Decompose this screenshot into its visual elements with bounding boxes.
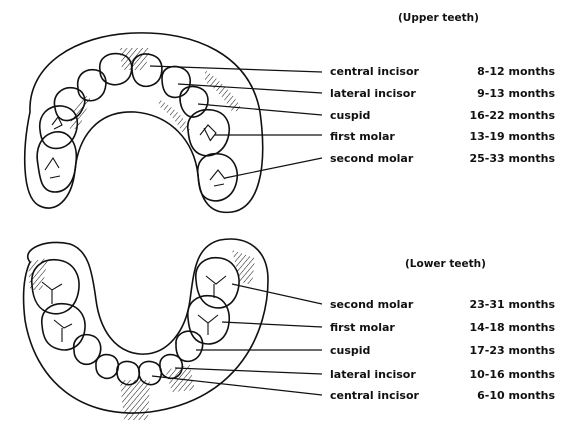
lower-tooth-name: first molar [330, 321, 395, 334]
lower-teeth-header: (Lower teeth) [405, 258, 486, 271]
upper-tooth-name: cuspid [330, 109, 370, 122]
upper-tooth-age: 9-13 months [477, 87, 555, 100]
lower-arch [24, 239, 268, 420]
lower-left-lateral-incisor [96, 355, 118, 379]
upper-right-lateral-incisor [162, 66, 190, 97]
lower-tooth-name: lateral incisor [330, 368, 416, 381]
upper-teeth-header: (Upper teeth) [398, 12, 479, 25]
upper-tooth-age: 8-12 months [477, 65, 555, 78]
lower-tooth-age: 14-18 months [470, 321, 556, 334]
lower-right-cuspid [176, 331, 203, 361]
lower-tooth-age: 17-23 months [470, 344, 556, 357]
lower-right-central-incisor [139, 361, 161, 384]
upper-arch [25, 33, 263, 212]
lower-leader-lines [152, 284, 322, 395]
lower-right-first-molar [188, 296, 229, 344]
lower-tooth-age: 6-10 months [477, 389, 555, 402]
upper-tooth-age: 25-33 months [470, 152, 556, 165]
upper-right-cuspid [180, 86, 208, 117]
upper-tooth-name: central incisor [330, 65, 419, 78]
upper-tooth-age: 13-19 months [470, 130, 556, 143]
lower-tooth-name: central incisor [330, 389, 419, 402]
lower-tooth-name: cuspid [330, 344, 370, 357]
upper-tooth-age: 16-22 months [470, 109, 556, 122]
upper-left-lateral-incisor [78, 70, 106, 101]
lower-tooth-age: 10-16 months [470, 368, 556, 381]
upper-tooth-name: lateral incisor [330, 87, 416, 100]
upper-tooth-name: second molar [330, 152, 413, 165]
upper-leader-lines [150, 66, 322, 178]
lower-left-first-molar [42, 304, 85, 350]
lower-tooth-age: 23-31 months [470, 298, 556, 311]
upper-tooth-name: first molar [330, 130, 395, 143]
lower-tooth-name: second molar [330, 298, 413, 311]
